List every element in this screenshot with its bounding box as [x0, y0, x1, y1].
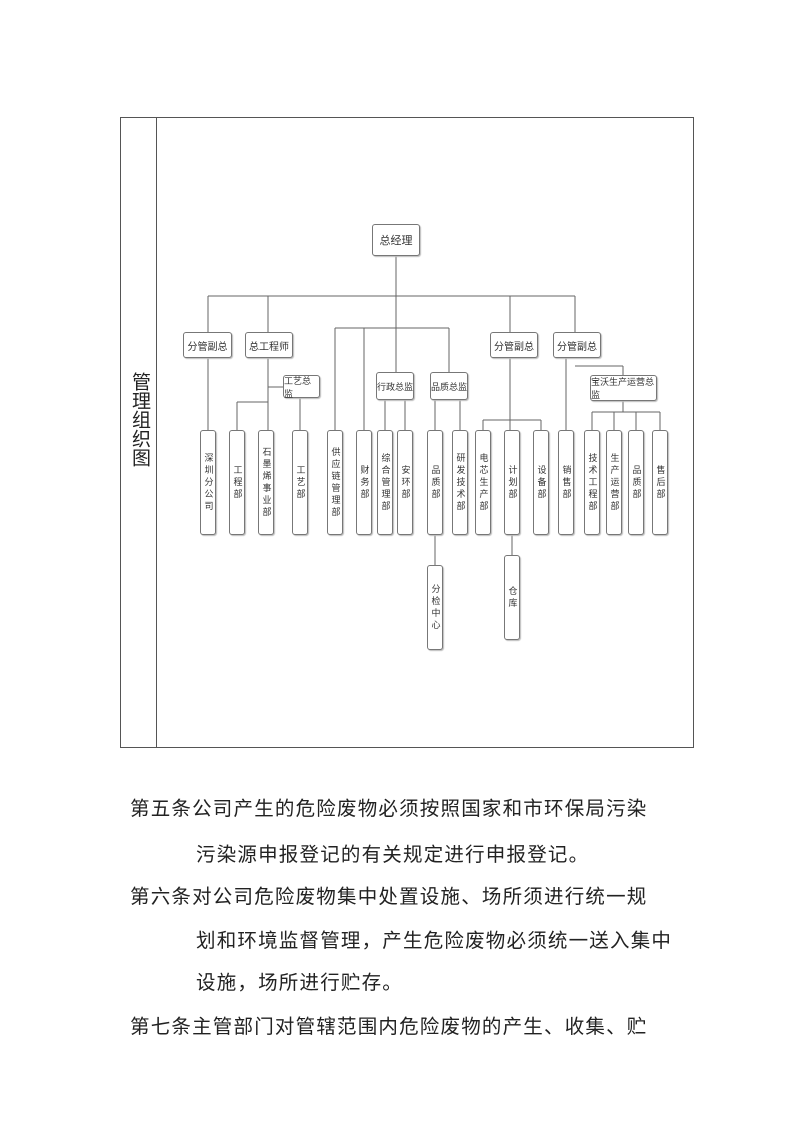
org-node-department: 深圳分公司	[200, 430, 216, 535]
org-node-department: 综合管理部	[377, 430, 393, 535]
org-node-department: 石墨烯事业部	[258, 430, 274, 535]
paragraph-line: 划和环境监督管理，产生危险废物必须统一送入集中	[196, 929, 673, 952]
org-node-department: 技术工程部	[584, 430, 600, 535]
org-node-department: 设备部	[533, 430, 549, 535]
org-node-department: 工艺部	[292, 430, 308, 535]
org-node-department: 生产运营部	[606, 430, 622, 535]
frame-divider	[156, 117, 157, 748]
org-node-department: 品质部	[628, 430, 644, 535]
paragraph-line: 第五条公司产生的危险废物必须按照国家和市环保局污染	[130, 797, 648, 820]
paragraph-line: 第七条主管部门对管辖范围内危险废物的产生、收集、贮	[130, 1015, 648, 1038]
org-node-root: 总经理	[372, 224, 420, 256]
org-node-department: 研发技术部	[452, 430, 468, 535]
paragraph-line: 第六条对公司危险废物集中处置设施、场所须进行统一规	[130, 885, 648, 908]
org-node-department: 财务部	[356, 430, 372, 535]
org-node-subunit: 分检中心	[427, 565, 443, 650]
org-node-department: 工程部	[229, 430, 245, 535]
org-node-department: 供应链管理部	[327, 430, 343, 535]
org-chart-title: 管理组织图	[129, 372, 151, 467]
paragraph-line: 污染源申报登记的有关规定进行申报登记。	[196, 843, 590, 866]
org-node-subunit: 仓库	[504, 555, 520, 640]
org-node-level2: 分管副总	[490, 332, 538, 358]
org-node-department: 品质部	[427, 430, 443, 535]
org-node-department: 计划部	[504, 430, 520, 535]
org-node-level2: 总工程师	[245, 332, 293, 358]
org-node-level2: 分管副总	[553, 332, 601, 358]
org-node-director: 宝沃生产运营总监	[590, 375, 657, 401]
org-node-level2: 分管副总	[183, 332, 232, 358]
org-node-department: 安环部	[397, 430, 413, 535]
org-chart-frame	[120, 117, 694, 748]
paragraph-line: 设施，场所进行贮存。	[196, 971, 404, 994]
org-node-department: 售后部	[652, 430, 668, 535]
org-node-director: 行政总监	[376, 372, 414, 400]
org-node-department: 电芯生产部	[475, 430, 491, 535]
org-node-department: 销售部	[558, 430, 574, 535]
org-node-director: 工艺总监	[283, 375, 320, 400]
org-node-director: 品质总监	[430, 372, 468, 400]
